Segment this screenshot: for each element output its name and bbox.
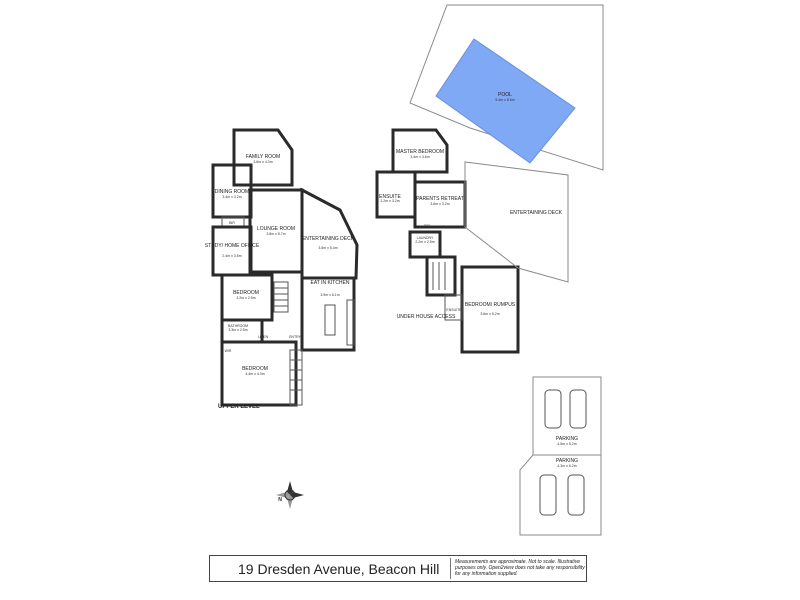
rumpus-label: BEDROOM/ RUMPUS <box>465 302 516 308</box>
bir-label-2: BIR <box>424 224 430 228</box>
compass-label: N <box>278 497 282 503</box>
family-room-size: 3.6m x 4.0m <box>253 160 272 164</box>
master-bedroom-walls <box>391 128 449 174</box>
parking-2-label: PARKING <box>556 458 578 464</box>
bathroom-size: 3.3m x 2.5m <box>228 328 247 332</box>
laundry-walls <box>408 230 442 259</box>
upper-deck-walls <box>300 187 359 280</box>
family-room-label: FAMILY ROOM <box>246 154 280 160</box>
bedroom-1-label: BEDROOM <box>233 290 259 296</box>
car-icon <box>539 474 557 516</box>
parking-2-size: 4.3m x 6.2m <box>557 464 576 468</box>
footer-box <box>209 555 587 582</box>
parking-1-size: 4.5m x 5.2m <box>557 442 576 446</box>
kitchen-bench <box>346 299 355 346</box>
bathroom-label: BATHROOM <box>228 324 248 328</box>
stairs-entry <box>289 349 303 406</box>
stairs-lower <box>425 255 457 297</box>
lounge-room-size: 3.8m x 5.7m <box>266 232 285 236</box>
ensuite-label: ENSUITE <box>379 194 401 200</box>
wir-label: WIR <box>225 349 232 353</box>
dining-room-size: 3.4m x 3.2m <box>222 195 241 199</box>
compass-icon: N <box>276 481 304 509</box>
lounge-room-label: LOUNGE ROOM <box>257 226 295 232</box>
bir-label-1: BIR <box>229 221 235 225</box>
pool-size: 5.4m x 8.6m <box>495 98 514 102</box>
kitchen-size: 3.9m x 6.1m <box>320 293 339 297</box>
car-icon <box>569 389 587 429</box>
lower-deck-label: ENTERTAINING DECK <box>510 210 563 216</box>
ensuite-2-label: ENSUITE <box>446 308 462 312</box>
rumpus-size: 3.6m x 5.2m <box>480 312 499 316</box>
kitchen-label: EAT IN KITCHEN <box>311 280 350 286</box>
lower-level-plan: MASTER BEDROOM 3.4m x 3.6m ENSUITE 2.2m … <box>375 128 569 354</box>
dining-room-label: DINING ROOM <box>215 189 249 195</box>
disclaimer-text: Measurements are approximate. Not to sca… <box>455 559 585 577</box>
study-label: STUDY/ HOME OFFICE <box>205 243 260 249</box>
bedroom-2-size: 4.4m x 4.3m <box>245 372 264 376</box>
lower-deck-outline <box>464 161 569 283</box>
rumpus-walls <box>460 265 520 354</box>
ensuite-2-walls <box>444 294 463 321</box>
bedroom-1-size: 3.2m x 2.9m <box>236 296 255 300</box>
family-room-walls <box>232 128 294 187</box>
entry-label: ENTRY <box>289 335 301 339</box>
kitchen-island <box>324 304 336 336</box>
level-label: UPPER LEVEL <box>218 404 260 410</box>
address-title: 19 Dresden Avenue, Beacon Hill <box>238 561 440 577</box>
bedroom-2-label: BEDROOM <box>242 366 268 372</box>
stairs-upper <box>273 281 289 313</box>
study-size: 2.4m x 3.5m <box>222 254 241 258</box>
master-bedroom-size: 3.4m x 3.6m <box>410 155 429 159</box>
master-bedroom-label: MASTER BEDROOM <box>396 149 444 155</box>
parents-retreat-label: PARENTS RETREAT <box>416 196 464 202</box>
laundry-label: LAUNDRY <box>417 236 434 240</box>
footer-divider <box>450 558 451 579</box>
pool <box>435 38 576 164</box>
study-walls <box>211 225 253 277</box>
upper-deck-size: 3.5m x 5.4m <box>318 246 337 250</box>
parking-area: PARKING 4.5m x 5.2m PARKING 4.3m x 6.2m <box>519 376 602 536</box>
pool-label: POOL <box>498 92 512 98</box>
car-icon <box>567 474 585 516</box>
laundry-size: 2.2m x 2.5m <box>415 240 434 244</box>
pool-area: POOL 5.4m x 8.6m <box>409 4 604 171</box>
car-icon <box>544 389 562 429</box>
linen-label: LINEN <box>258 335 269 339</box>
parking-1-label: PARKING <box>556 436 578 442</box>
parking-2-outline <box>519 454 602 536</box>
upper-deck-label: ENTERTAINING DECK <box>302 236 355 242</box>
parents-retreat-size: 3.6m x 3.2m <box>430 202 449 206</box>
kitchen-walls <box>300 276 356 352</box>
under-house-label: UNDER HOUSE ACCESS <box>397 314 456 320</box>
ensuite-size: 2.2m x 3.2m <box>380 199 399 203</box>
upper-level-plan: FAMILY ROOM 3.6m x 4.0m DINING ROOM 3.4m… <box>205 128 359 410</box>
